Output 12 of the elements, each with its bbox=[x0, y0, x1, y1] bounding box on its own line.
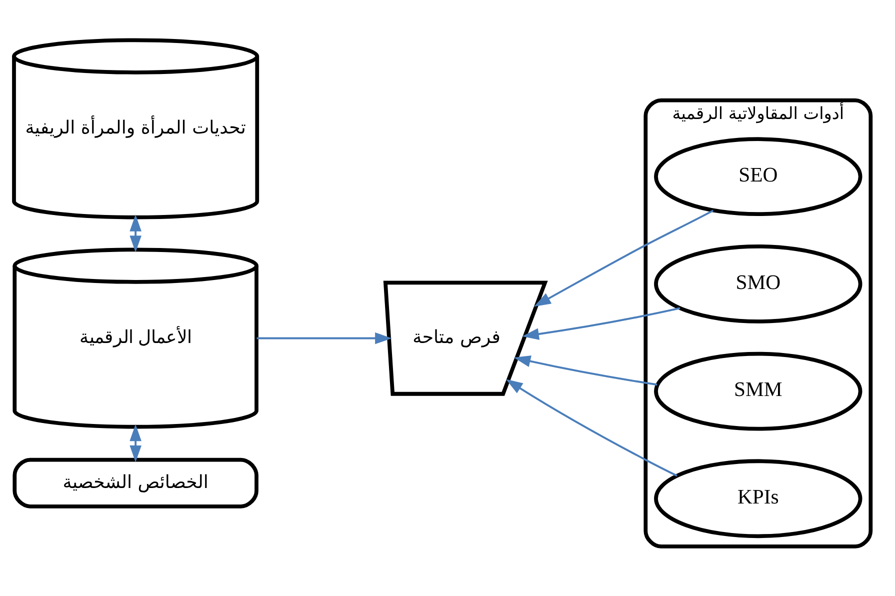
node-ellipse: SMM bbox=[654, 351, 862, 430]
arrow bbox=[130, 424, 142, 462]
node-box: الخصائص الشخصية bbox=[12, 457, 258, 508]
arrow bbox=[256, 332, 392, 344]
arrow bbox=[534, 209, 714, 306]
node-ellipse: KPIs bbox=[654, 458, 862, 538]
arrow bbox=[130, 214, 142, 252]
arrow bbox=[522, 306, 680, 340]
node-ellipse: SEO bbox=[654, 136, 862, 216]
node-ellipse: SMO bbox=[654, 244, 862, 323]
arrow bbox=[506, 378, 678, 476]
arrow bbox=[514, 354, 658, 386]
